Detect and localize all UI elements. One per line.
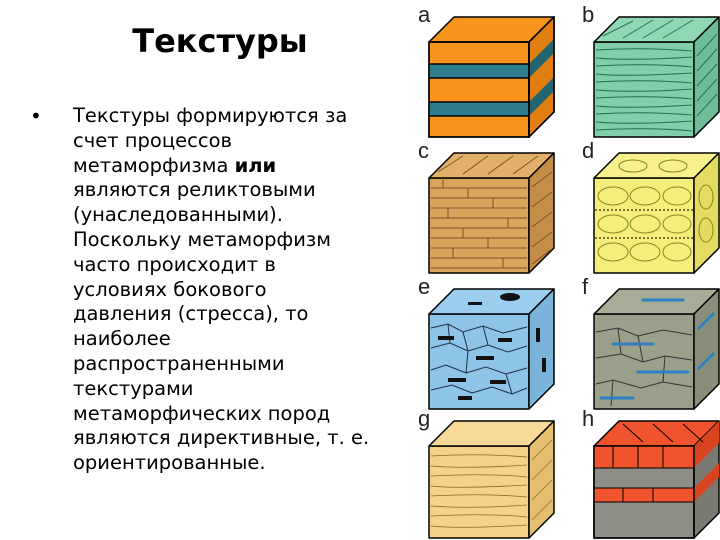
bullet-line: текстурами xyxy=(73,376,194,400)
panel-label-b: b xyxy=(582,2,595,27)
bullet-dot-icon: • xyxy=(30,104,42,128)
bullet-line-part: метаморфизма xyxy=(73,153,235,177)
cube-b-schistose-texture xyxy=(593,16,720,138)
panel-label-h: h xyxy=(582,406,595,431)
cube-g-foliated-texture xyxy=(428,420,555,539)
slide-title: Текстуры xyxy=(132,22,308,60)
cube-h-layered-texture xyxy=(593,420,720,539)
panel-label-c: c xyxy=(418,138,429,163)
panel-label-d: d xyxy=(582,138,595,163)
bullet-line: ориентированные. xyxy=(73,451,266,475)
bullet-line: Поскольку метаморфизм xyxy=(73,227,331,251)
bullet-line: часто происходит в xyxy=(73,252,276,276)
cube-e-porphyroblastic-texture xyxy=(428,288,555,410)
bullet-line: условиях бокового xyxy=(73,277,267,301)
bullet-line: Текстуры формируются за xyxy=(73,104,348,127)
bullet-line: давления (стресса), то xyxy=(73,302,309,326)
cube-f-streaked-texture xyxy=(593,288,720,410)
bullet-line: являются реликтовыми xyxy=(73,178,316,202)
cube-c-granular-texture xyxy=(428,152,555,274)
panel-label-e: e xyxy=(418,274,431,299)
panel-label-g: g xyxy=(418,406,431,431)
bullet-line: счет процессов xyxy=(73,128,232,152)
bullet-line: метаморфических пород xyxy=(73,401,331,425)
bullet-line: наиболее xyxy=(73,327,171,351)
cube-a-banded-texture xyxy=(428,16,555,138)
bullet-line: метаморфизма или xyxy=(73,154,413,179)
panel-label-f: f xyxy=(582,274,589,299)
bullet-line: (унаследованными). xyxy=(73,203,283,227)
cube-d-lenticular-texture xyxy=(593,152,720,274)
bullet-text: Текстуры формируются за счет процессов м… xyxy=(73,104,413,476)
bullet-line: являются директивные, т. е. xyxy=(73,426,370,450)
bullet-line: распространенными xyxy=(73,351,285,375)
bullet-emphasis: или xyxy=(234,153,277,177)
panel-label-a: a xyxy=(418,2,431,27)
